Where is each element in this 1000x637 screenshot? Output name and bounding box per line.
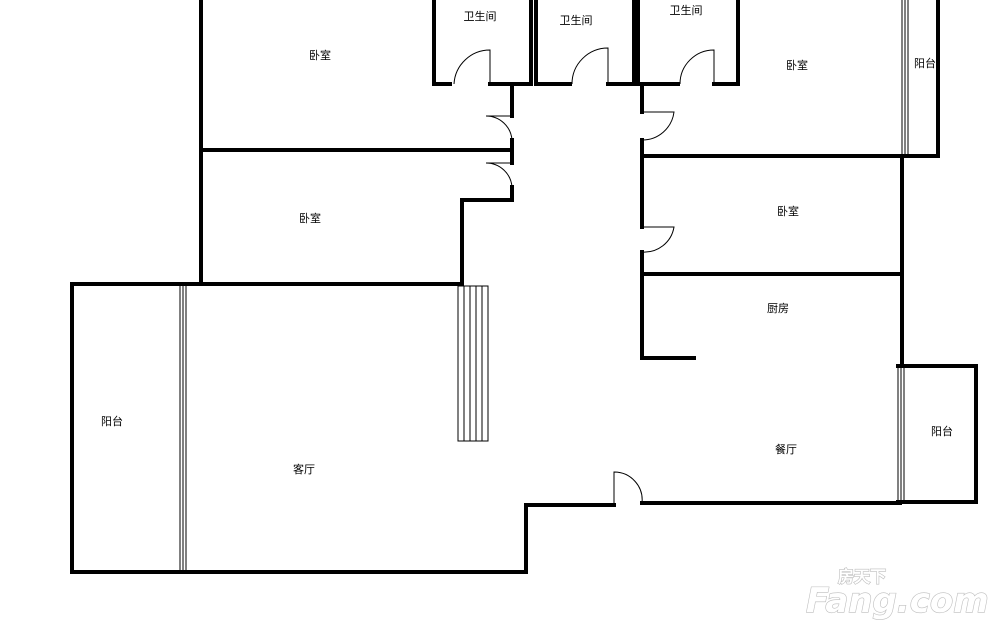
watermark-brand: Fang.com <box>806 581 989 621</box>
door-bathroom-3 <box>679 49 715 85</box>
door-bedroom-mid-right <box>641 226 675 253</box>
doors <box>453 47 715 505</box>
label-bedroom-top-left: 卧室 <box>309 48 331 62</box>
door-bathroom-2 <box>571 47 609 85</box>
label-bedroom-top-right: 卧室 <box>786 58 808 72</box>
door-entrance <box>613 471 643 505</box>
label-bedroom-mid-right: 卧室 <box>777 204 799 218</box>
door-bedroom-top-left <box>485 115 513 141</box>
label-bathroom-2: 卫生间 <box>560 13 593 27</box>
label-bedroom-mid-left: 卧室 <box>299 211 321 225</box>
windows <box>179 0 909 572</box>
label-bathroom-3: 卫生间 <box>670 3 703 17</box>
label-kitchen: 厨房 <box>767 302 789 315</box>
label-living-room: 客厅 <box>293 462 315 476</box>
label-balcony-top-right: 阳台 <box>914 56 936 70</box>
door-bedroom-mid-left <box>485 162 513 188</box>
label-bathroom-1: 卫生间 <box>464 9 497 23</box>
door-bathroom-1 <box>453 49 491 85</box>
label-balcony-right: 阳台 <box>931 424 953 438</box>
door-bedroom-top-right <box>641 111 675 141</box>
room-labels: 卧室 卫生间 卫生间 卫生间 卧室 阳台 卧室 卧室 厨房 阳台 客厅 餐厅 阳… <box>101 3 953 476</box>
label-balcony-left: 阳台 <box>101 414 123 428</box>
watermark-chinese: 房天下 <box>838 567 886 586</box>
label-dining-room: 餐厅 <box>775 442 797 456</box>
watermark-logo: 房天下 Fang.com <box>805 566 989 621</box>
walls <box>70 0 978 574</box>
